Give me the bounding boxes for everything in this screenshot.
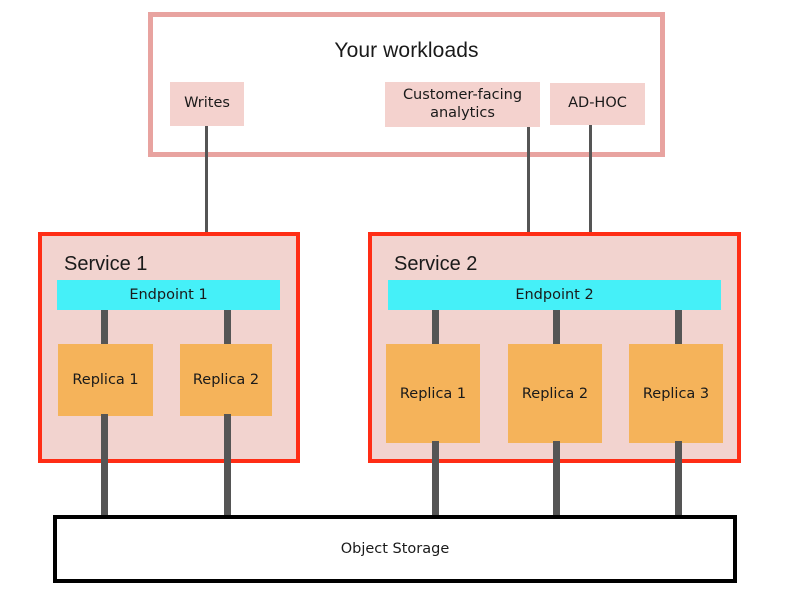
connector-endpoint2-to-replica2 — [553, 310, 560, 346]
service-title-1: Service 1 — [64, 253, 148, 275]
connector-s2-replica1-to-storage — [432, 441, 439, 517]
connector-s1-replica1-to-storage — [101, 414, 108, 517]
workloads-title: Your workloads — [334, 39, 479, 62]
replica-s2-r3[interactable]: Replica 3 — [629, 344, 723, 443]
replica-s1-r2[interactable]: Replica 2 — [180, 344, 272, 416]
endpoint-1[interactable]: Endpoint 1 — [57, 280, 280, 310]
endpoint-2[interactable]: Endpoint 2 — [388, 280, 721, 310]
workload-chip-customer-facing-analytics[interactable]: Customer-facing analytics — [385, 82, 540, 127]
replica-s2-r2[interactable]: Replica 2 — [508, 344, 602, 443]
connector-endpoint1-to-replica1 — [101, 310, 108, 346]
connector-endpoint1-to-replica2 — [224, 310, 231, 346]
arrow-writes-to-endpoint1-line — [205, 126, 208, 259]
replica-s1-r1[interactable]: Replica 1 — [58, 344, 153, 416]
replica-s2-r1[interactable]: Replica 1 — [386, 344, 480, 443]
arrow-analytics-to-endpoint2-line — [527, 127, 530, 259]
connector-endpoint2-to-replica3 — [675, 310, 682, 346]
workload-chip-writes[interactable]: Writes — [170, 82, 244, 126]
connector-s2-replica3-to-storage — [675, 441, 682, 517]
connector-endpoint2-to-replica1 — [432, 310, 439, 346]
arrow-adhoc-to-endpoint2-line — [589, 125, 592, 259]
object-storage-box[interactable]: Object Storage — [53, 515, 737, 583]
connector-s1-replica2-to-storage — [224, 414, 231, 517]
connector-s2-replica2-to-storage — [553, 441, 560, 517]
workload-chip-ad-hoc[interactable]: AD-HOC — [550, 83, 645, 125]
service-title-2: Service 2 — [394, 253, 478, 275]
